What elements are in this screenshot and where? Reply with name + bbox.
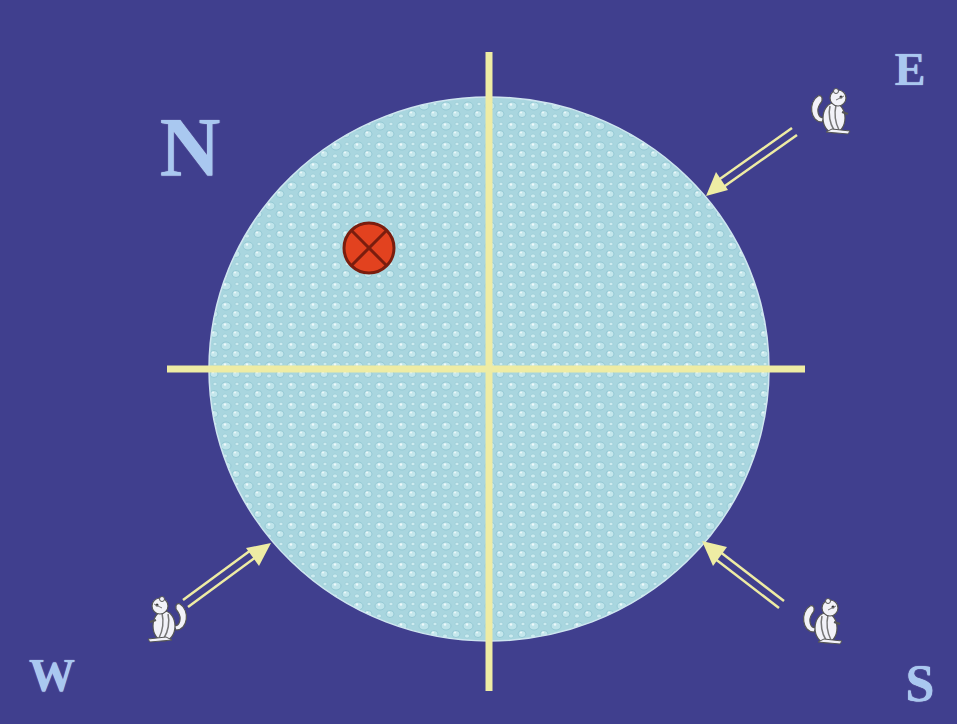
chipmunk — [148, 597, 186, 643]
target-marker — [344, 223, 394, 273]
compass-letter: E — [895, 47, 926, 93]
chipmunk — [804, 599, 842, 645]
chipmunk — [812, 89, 850, 135]
compass-letter: N — [160, 106, 221, 190]
compass-letter: S — [906, 658, 935, 710]
compass-letter: W — [29, 653, 75, 699]
